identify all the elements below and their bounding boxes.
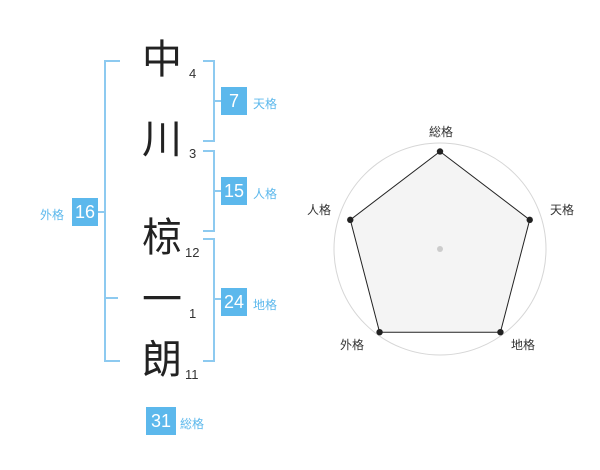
tenkaku-connector bbox=[213, 100, 221, 102]
jinkaku-score: 15 bbox=[221, 177, 247, 205]
soukaku-score: 31 bbox=[146, 407, 176, 435]
radar-label-gaikaku: 外格 bbox=[340, 338, 365, 352]
stroke-count-1: 4 bbox=[189, 66, 197, 81]
radar-label-soukaku: 総格 bbox=[429, 125, 454, 139]
radar-point bbox=[497, 328, 504, 336]
gaikaku-bracket bbox=[104, 60, 120, 362]
stroke-count-2: 3 bbox=[189, 146, 197, 161]
jinkaku-label: 人格 bbox=[253, 187, 278, 201]
chikaku-label: 地格 bbox=[253, 298, 278, 312]
tenkaku-label: 天格 bbox=[253, 97, 278, 111]
radar-point bbox=[376, 328, 383, 336]
gaikaku-label: 外格 bbox=[40, 208, 65, 222]
radar-polygon bbox=[349, 150, 531, 333]
chikaku-score: 24 bbox=[221, 288, 247, 316]
radar-label-tenkaku: 天格 bbox=[550, 203, 575, 217]
radar-point bbox=[436, 148, 444, 155]
stroke-count-5: 11 bbox=[185, 367, 199, 382]
gaikaku-split-tick bbox=[104, 297, 118, 299]
radar-point bbox=[347, 216, 354, 224]
radar-center bbox=[437, 246, 443, 252]
radar-points bbox=[347, 148, 533, 336]
gaikaku-connector bbox=[98, 211, 104, 213]
radar-label-chikaku: 地格 bbox=[511, 338, 536, 352]
chikaku-connector bbox=[213, 298, 221, 300]
tenkaku-score: 7 bbox=[221, 87, 247, 115]
soukaku-label: 総格 bbox=[180, 417, 205, 431]
chikaku-bracket bbox=[203, 238, 215, 362]
gaikaku-score: 16 bbox=[72, 198, 98, 226]
jinkaku-connector bbox=[213, 190, 221, 192]
stroke-count-3: 12 bbox=[185, 245, 200, 260]
radar-label-jinkaku: 人格 bbox=[307, 203, 332, 217]
name-char-2: 川 bbox=[142, 117, 182, 163]
name-char-3: 椋 bbox=[142, 215, 182, 261]
name-char-5: 朗 bbox=[142, 337, 182, 383]
stroke-count-4: 1 bbox=[189, 306, 197, 321]
name-char-1: 中 bbox=[142, 37, 182, 83]
radar-point bbox=[526, 216, 533, 224]
name-char-4: 一 bbox=[142, 277, 182, 323]
